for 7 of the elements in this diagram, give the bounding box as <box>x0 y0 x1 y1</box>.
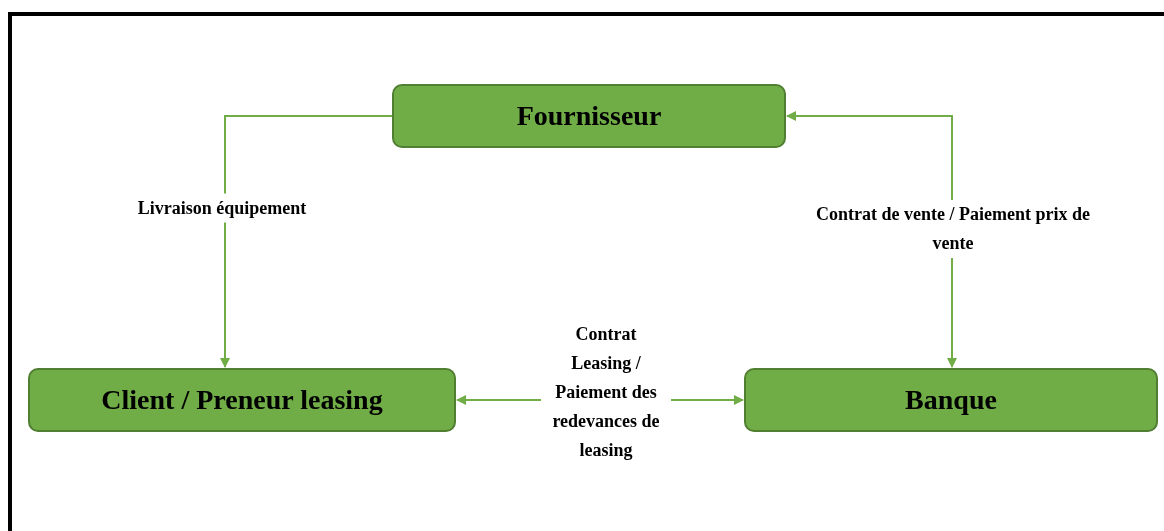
process-box <box>744 368 1158 432</box>
box-label: Client / Preneur leasing <box>101 383 383 417</box>
box-label: Fournisseur <box>516 99 662 133</box>
box-label: Banque <box>905 383 997 417</box>
process-box <box>392 84 786 148</box>
arrow <box>220 115 393 368</box>
process-box <box>28 368 456 432</box>
